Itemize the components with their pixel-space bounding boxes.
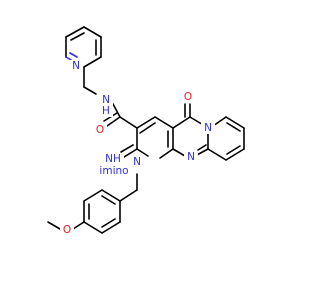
pyridine-n-label: N: [72, 60, 80, 72]
methoxyphenyl-ring: [83, 189, 121, 234]
methoxy-o-ch3-bond: [47, 221, 61, 230]
amide-c-ring-bond: [119, 116, 138, 129]
ring-n1-label: N: [133, 156, 141, 168]
ring-n-sp2-label: N: [187, 151, 195, 163]
bridge-n-label: N: [204, 122, 212, 134]
pyridine-ring: [65, 26, 102, 68]
benzyl-ch2-bond-2: [119, 189, 138, 202]
core-rings: [120, 103, 245, 161]
ch2-bond-2: [83, 86, 97, 95]
molecule-canvas: N N H O O NH imino N N N O: [47, 26, 245, 236]
ring-o-label: O: [184, 91, 192, 103]
structure-drawing: N N H O O NH imino N N N O: [47, 26, 245, 236]
imino-word-label: imino: [99, 165, 128, 177]
amide-h-label: H: [102, 105, 110, 117]
nh-label: NH: [105, 153, 121, 165]
methoxy-o-label: O: [63, 224, 71, 236]
amide-n-label: N: [102, 94, 110, 106]
amide-o-label: O: [96, 124, 104, 136]
amide-n-c-bond: [112, 103, 121, 118]
methoxy-c-o-bond: [72, 221, 85, 230]
amide-co-bond-a: [106, 116, 121, 127]
